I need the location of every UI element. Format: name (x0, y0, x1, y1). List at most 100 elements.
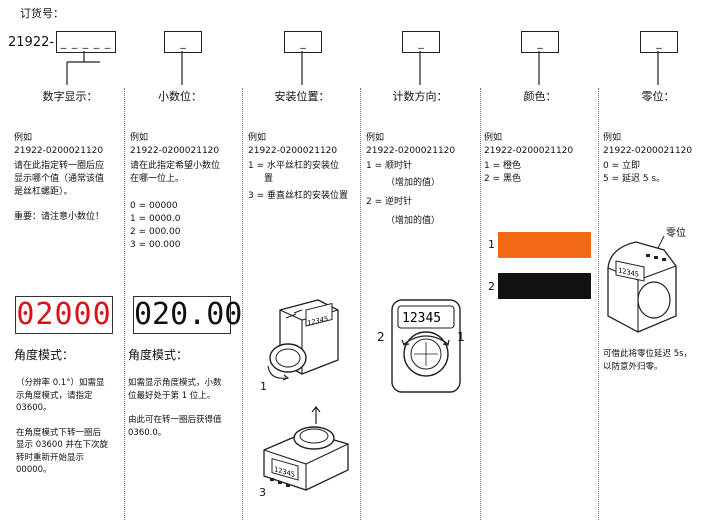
display-digits: 020.00 (134, 297, 243, 332)
column-divider (480, 88, 481, 520)
col1-example: 例如 21922-0200021120 请在此指定转一圈后应 显示哪个值（通常该… (14, 132, 122, 224)
example-label: 例如 (14, 133, 33, 143)
slot-box-direction: _ (402, 31, 440, 53)
example-label: 例如 (130, 133, 149, 143)
decimal-option: 0 = 00000 (130, 201, 178, 211)
slot-box-color: _ (521, 31, 559, 53)
angle-mode-title: 角度模式： (128, 348, 189, 362)
color-option: 2 = 黑色 (484, 174, 521, 184)
col2-example: 例如 21922-0200021120 请在此指定希望小数位 在哪一位上。 0 … (130, 132, 240, 252)
heading-mounting: 安装位置： (274, 90, 330, 103)
column-divider (598, 88, 599, 520)
desc-line: 03600。 (16, 403, 52, 413)
mount-option: 1 = 水平丝杠的安装位 (248, 161, 339, 171)
example-code: 21922-0200021120 (130, 146, 220, 156)
fig-label-1: 1 (260, 380, 267, 393)
swatch-label-2: 2 (488, 280, 495, 293)
slot-box-mounting: _ (284, 31, 322, 53)
example-label: 例如 (484, 133, 503, 143)
zero-label: 零位 (666, 228, 686, 239)
desc-line: （分辨率 0.1°）如需显 (16, 378, 105, 388)
zero-note: 可借此将零位延迟 5s， 以防意外归零。 (603, 348, 723, 373)
example-code: 21922-0200021120 (366, 146, 456, 156)
display-digits: 02000 (16, 297, 112, 332)
desc-line: 如需显示角度模式，小数 (128, 378, 222, 388)
device-vertical-illustration: 12345 (263, 406, 349, 491)
slot-leaders (181, 51, 659, 85)
example-label: 例如 (248, 133, 267, 143)
desc-line: 请在此指定希望小数位 (130, 161, 221, 171)
direction-label-right: 1 (457, 330, 465, 344)
note-line: 可借此将零位延迟 5s， (603, 349, 693, 359)
heading-zero: 零位： (641, 90, 675, 103)
desc-line: 在角度模式下转一圈后 (16, 427, 102, 438)
slot-box-zero: _ (640, 31, 678, 53)
example-code: 21922-0200021120 (603, 146, 693, 156)
col3-example: 例如 21922-0200021120 1 = 水平丝杠的安装位 置 3 = 垂… (248, 132, 360, 203)
slot-mark: _ (180, 36, 186, 49)
color-option: 1 = 橙色 (484, 161, 521, 171)
desc-line: 是丝杠螺距）。 (14, 187, 73, 197)
example-code: 21922-0200021120 (248, 146, 338, 156)
fig-label-3: 3 (259, 486, 266, 499)
example-label: 例如 (366, 133, 385, 143)
col6-example: 例如 21922-0200021120 0 = 立即 5 = 延迟 5 s。 (603, 132, 721, 186)
desc-line: 0360.0。 (128, 427, 167, 438)
slot-box-decimal: _ (164, 31, 202, 53)
lcd-text: 12345 (402, 311, 441, 326)
desc-line: 请在此指定转一圈后应 (14, 161, 105, 171)
desc-line: 显示哪个值（通常该值 (14, 174, 105, 184)
decimal-option: 2 = 000.00 (130, 227, 181, 237)
column-divider (360, 88, 361, 520)
slot-mark: _ (300, 36, 306, 49)
column-divider (242, 88, 243, 520)
direction-note: （增加的值） (386, 216, 441, 226)
mount-option: 3 = 垂直丝杠的安装位置 (248, 191, 348, 201)
black-display-panel: 020.00 (133, 296, 243, 334)
heading-digital-display: 数字显示： (42, 90, 98, 103)
direction-note: （增加的值） (386, 178, 441, 188)
col4-example: 例如 21922-0200021120 1 = 顺时针 （增加的值） 2 = 逆… (366, 132, 478, 228)
col5-example: 例如 21922-0200021120 1 = 橙色 2 = 黑色 (484, 132, 596, 186)
desc-line: 位最好处于第 1 位上。 (128, 390, 216, 401)
desc-line: 由此可在转一圈后获得值 (128, 415, 222, 425)
note-line: 以防意外归零。 (603, 361, 663, 372)
order-code-prefix: 21922- (8, 35, 55, 50)
zero-option: 0 = 立即 (603, 161, 640, 171)
slot-mark: _ (418, 36, 424, 49)
desc-line: 显示 03600 并在下次旋 (16, 440, 108, 450)
heading-color: 颜色： (523, 90, 557, 103)
device-horizontal-illustration: 12345 (267, 299, 339, 381)
example-code: 21922-0200021120 (14, 146, 104, 156)
slot-mark: _ (656, 36, 662, 49)
order-number-title: 订货号： (20, 7, 64, 20)
order-code-box: _ _ _ _ _ (56, 31, 116, 53)
example-label: 例如 (603, 133, 622, 143)
slot-mark: _ (537, 36, 543, 49)
col1-angle-desc: （分辨率 0.1°）如需显 示角度模式，请指定 03600。 在角度模式下转一圈… (16, 377, 124, 477)
red-display-panel: 02000 (15, 296, 113, 334)
direction-option: 1 = 顺时针 (366, 161, 412, 171)
direction-label-left: 2 (377, 330, 385, 344)
heading-decimal: 小数位： (158, 90, 202, 103)
mount-option: 置 (264, 174, 274, 184)
desc-line: 在哪一位上。 (130, 174, 185, 184)
zero-option: 5 = 延迟 5 s。 (603, 174, 666, 184)
orange-swatch (498, 232, 591, 258)
device-front-illustration: 12345 (391, 299, 461, 393)
decimal-option: 1 = 0000.0 (130, 214, 181, 224)
device-zero-illustration: 12345 (607, 235, 677, 333)
desc-line: 00000。 (16, 465, 52, 475)
important-note: 重要：请注意小数位！ (14, 212, 105, 222)
direction-option: 2 = 逆时针 (366, 197, 412, 207)
order-code-slots: _ _ _ _ _ (60, 36, 112, 49)
decimal-option: 3 = 00.000 (130, 240, 181, 250)
desc-line: 转时重新开始显示 (16, 452, 85, 463)
column-divider (124, 88, 125, 520)
desc-line: 示角度模式，请指定 (16, 390, 93, 401)
angle-mode-title: 角度模式： (14, 348, 75, 362)
col2-angle-desc: 如需显示角度模式，小数 位最好处于第 1 位上。 由此可在转一圈后获得值 036… (128, 377, 240, 439)
heading-direction: 计数方向： (392, 90, 448, 103)
black-swatch (498, 273, 591, 299)
order-bracket (66, 51, 100, 85)
